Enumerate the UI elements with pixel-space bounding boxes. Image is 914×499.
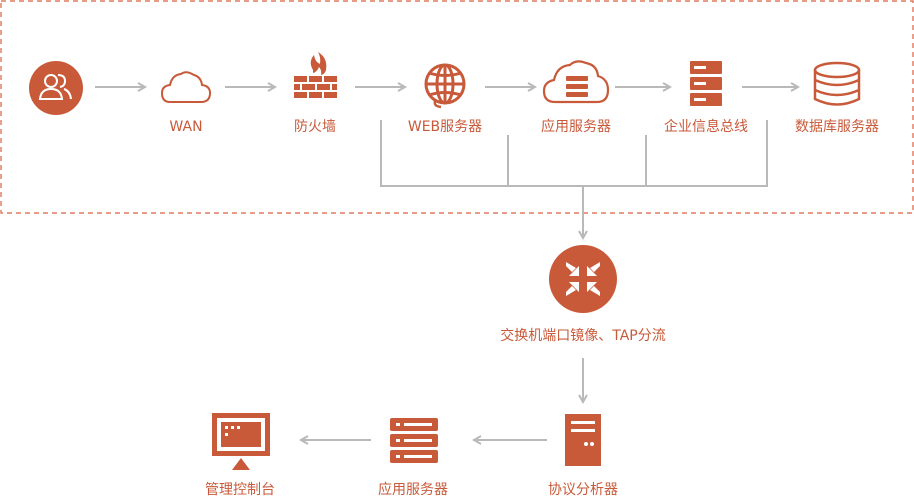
enterprise-bus-label: 企业信息总线 <box>664 119 748 135</box>
web-server-label: WEB服务器 <box>407 119 483 135</box>
wan-label: WAN <box>169 119 203 135</box>
app-server-top-label: 应用服务器 <box>541 119 611 135</box>
cloud-server-icon <box>542 60 610 104</box>
server-stack-icon <box>390 418 438 463</box>
flow-arrows <box>95 82 801 92</box>
console-label: 管理控制台 <box>205 482 275 498</box>
protocol-analyzer-label: 协议分析器 <box>548 482 618 498</box>
internal-network-boundary <box>0 0 914 214</box>
firewall-icon <box>294 52 337 98</box>
server-rack-icon <box>690 61 722 106</box>
mirror-tap-label: 交换机端口镜像、TAP分流 <box>500 328 666 344</box>
cloud-icon <box>160 71 212 103</box>
converge-arrows-icon <box>549 245 617 313</box>
firewall-label: 防火墙 <box>294 119 336 135</box>
mirror-collection-lines <box>298 120 768 445</box>
db-server-label: 数据库服务器 <box>795 119 879 135</box>
tower-server-icon <box>565 414 601 466</box>
database-icon <box>813 61 861 106</box>
users-icon <box>29 61 83 115</box>
monitor-icon <box>212 413 270 470</box>
globe-icon <box>424 63 466 109</box>
app-server-bottom-label: 应用服务器 <box>378 482 448 498</box>
